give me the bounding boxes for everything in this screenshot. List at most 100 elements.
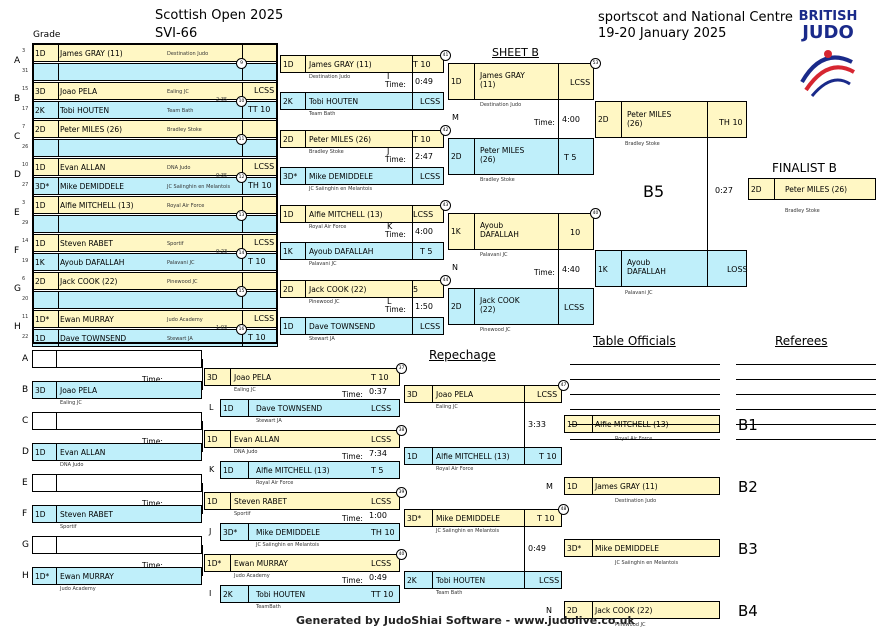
time-label: Time: xyxy=(342,576,363,585)
official-signature-line[interactable] xyxy=(570,439,720,440)
competitor-row[interactable] xyxy=(448,288,594,325)
pool-letter: D xyxy=(14,170,21,180)
footer-credit: Generated by JudoShiai Software - www.ju… xyxy=(296,614,635,627)
grade-cell: 2K xyxy=(35,106,45,115)
line-number: 3 xyxy=(22,200,26,206)
club-name: Destination Judo xyxy=(615,498,657,504)
competitor-row[interactable] xyxy=(280,167,444,185)
competitor-name: James GRAY (11) xyxy=(480,71,525,89)
club-name: Judo Academy xyxy=(234,573,270,579)
grade-cell: 2D xyxy=(567,606,578,615)
competitor-row[interactable] xyxy=(448,213,594,250)
british-judo-logo: BRITISH JUDO xyxy=(792,10,864,106)
competitor-row[interactable] xyxy=(280,92,444,110)
bracket-line xyxy=(305,280,306,298)
club-name: DNA Judo xyxy=(167,165,191,171)
line-number: 31 xyxy=(22,68,29,74)
referee-signature-line[interactable] xyxy=(736,364,876,365)
bracket-line xyxy=(558,213,559,325)
grade-cell: 3D xyxy=(35,386,46,395)
repechage-row[interactable] xyxy=(204,492,400,510)
repechage-row[interactable] xyxy=(220,399,400,417)
repechage-row[interactable] xyxy=(404,571,562,589)
repechage-row[interactable] xyxy=(32,381,202,399)
club-name: Pinewood JC xyxy=(480,327,511,333)
grade-cell: 1D xyxy=(451,77,462,86)
repechage-row[interactable] xyxy=(32,474,202,492)
repechage-row[interactable] xyxy=(404,509,562,527)
repechage-row[interactable] xyxy=(204,430,400,448)
referee-signature-line[interactable] xyxy=(736,379,876,380)
bracket-line xyxy=(58,291,59,309)
official-signature-line[interactable] xyxy=(570,379,720,380)
bronze-label: B1 xyxy=(738,416,758,434)
official-signature-line[interactable] xyxy=(570,424,720,425)
competitor-name: Joao PELA xyxy=(436,390,474,399)
competitor-name: Mike DEMIDDELE xyxy=(595,544,660,553)
line-number: 20 xyxy=(22,296,29,302)
repechage-row[interactable] xyxy=(32,536,202,554)
pool-letter: D xyxy=(22,447,29,457)
bracket-line xyxy=(58,101,59,119)
competitor-row[interactable] xyxy=(280,242,444,260)
bracket-line xyxy=(248,523,249,541)
bracket-line xyxy=(621,101,622,138)
competitor-row[interactable] xyxy=(448,63,594,100)
final-competitor-row[interactable] xyxy=(595,101,747,138)
match-number: 48 xyxy=(558,504,569,515)
result-score: TT 10 xyxy=(371,590,394,599)
result-score: LCSS xyxy=(254,238,275,247)
competitor-row[interactable] xyxy=(280,280,444,298)
competitor-name: Dave TOWNSEND xyxy=(256,404,323,413)
repechage-row[interactable] xyxy=(32,443,202,461)
grade-cell: 3D* xyxy=(35,182,50,191)
result-score: T 5 xyxy=(564,153,577,162)
repechage-row[interactable] xyxy=(404,447,562,465)
repechage-row[interactable] xyxy=(220,523,400,541)
finalist-name: Peter MILES (26) xyxy=(785,185,848,194)
referee-signature-line[interactable] xyxy=(736,409,876,410)
official-signature-line[interactable] xyxy=(570,409,720,410)
pool-letter: E xyxy=(22,478,28,488)
result-score: LCSS xyxy=(537,390,558,399)
match-number: 39 xyxy=(396,487,407,498)
repechage-row[interactable] xyxy=(32,412,202,430)
referee-signature-line[interactable] xyxy=(736,394,876,395)
referee-signature-line[interactable] xyxy=(736,424,876,425)
repechage-row[interactable] xyxy=(32,350,202,368)
competitor-name: Steven RABET xyxy=(60,239,114,248)
match-letter: I xyxy=(387,72,390,81)
bracket-line xyxy=(58,329,59,347)
final-competitor-row[interactable] xyxy=(595,250,747,287)
bracket-line xyxy=(432,571,433,589)
bracket-line xyxy=(58,215,59,233)
grade-cell: 2K xyxy=(223,590,233,599)
repechage-row[interactable] xyxy=(404,385,562,403)
result-score: LCSS xyxy=(420,322,441,331)
referee-signature-line[interactable] xyxy=(736,439,876,440)
competitor-row[interactable] xyxy=(280,130,444,148)
result-score: 10 xyxy=(570,228,581,237)
finalist-label: FINALIST B xyxy=(772,161,837,175)
match-time: 0:35 xyxy=(216,173,228,179)
club-name: Team Bath xyxy=(436,590,463,596)
competitor-row[interactable] xyxy=(448,138,594,175)
bracket-line xyxy=(412,280,413,335)
result-score: T 10 xyxy=(371,373,389,382)
match-number: 44 xyxy=(440,275,451,286)
club-name: Pinewood JC xyxy=(309,299,340,305)
repechage-row[interactable] xyxy=(204,368,400,386)
repechage-row[interactable] xyxy=(220,585,400,603)
official-signature-line[interactable] xyxy=(570,394,720,395)
club-name: Palavani JC xyxy=(309,261,337,267)
competitor-row[interactable] xyxy=(280,205,444,223)
competitor-name: Alfie MITCHELL (13) xyxy=(256,466,330,475)
official-signature-line[interactable] xyxy=(570,364,720,365)
repechage-row[interactable] xyxy=(32,567,202,585)
repechage-row[interactable] xyxy=(32,505,202,523)
competitor-row[interactable] xyxy=(280,317,444,335)
repechage-row[interactable] xyxy=(220,461,400,479)
competitor-row[interactable] xyxy=(280,55,444,73)
repechage-row[interactable] xyxy=(204,554,400,572)
grade-cell: 3D* xyxy=(283,172,298,181)
